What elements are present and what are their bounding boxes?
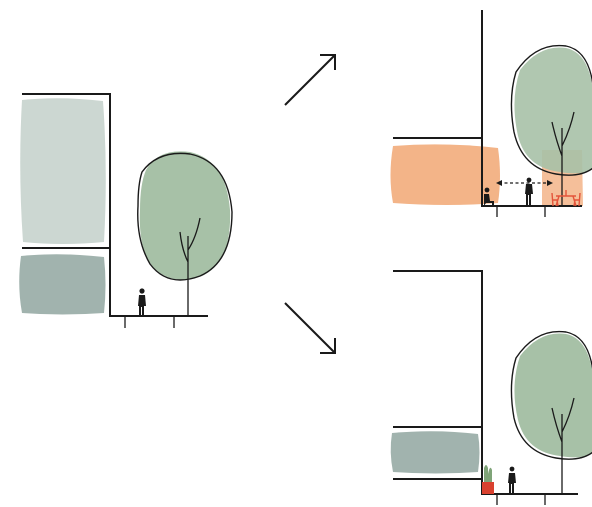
person-icon <box>138 288 146 316</box>
upper-volume <box>20 98 106 244</box>
green-plinth-section <box>390 270 592 505</box>
tree-icon <box>137 151 233 316</box>
person-icon <box>525 177 533 206</box>
person-icon <box>484 187 494 206</box>
building-outline <box>481 10 582 207</box>
lower-volume <box>390 431 480 474</box>
active-ground-floor <box>390 144 500 205</box>
existing-section <box>19 93 233 328</box>
building-outline <box>393 270 578 495</box>
tree-icon <box>510 44 592 206</box>
bench-icon <box>551 190 581 207</box>
arrow-down-right-icon <box>284 302 336 354</box>
person-icon <box>508 466 516 494</box>
arrow-up-right-icon <box>284 54 336 106</box>
planter-icon <box>482 465 494 494</box>
building-outline <box>22 93 208 317</box>
lower-volume <box>19 254 106 315</box>
activated-plinth-section <box>390 10 592 217</box>
interaction-arrow-icon <box>496 180 553 186</box>
tree-icon <box>510 330 592 494</box>
